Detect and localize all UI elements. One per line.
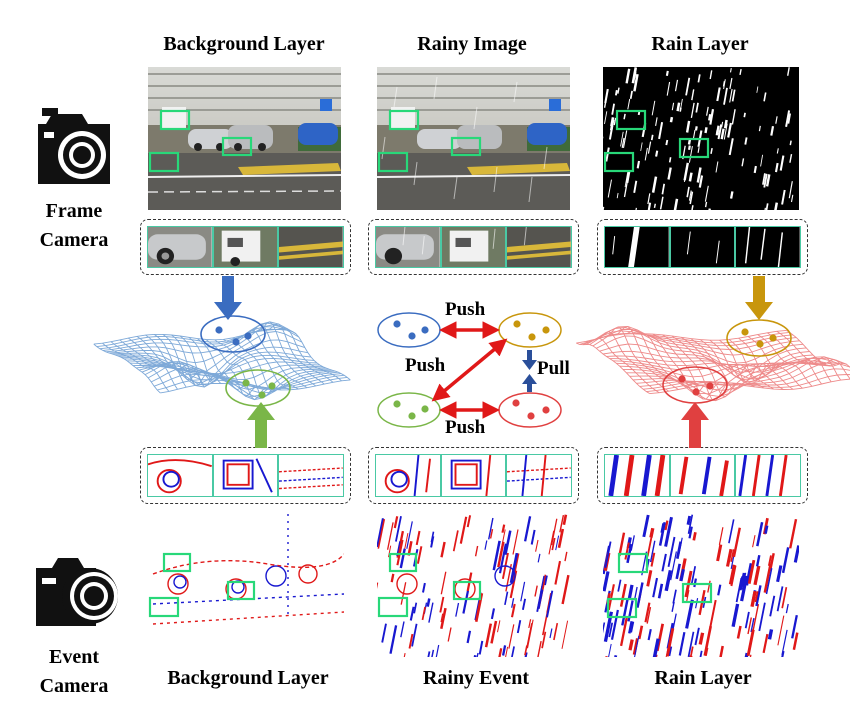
event-crop-bg-1 — [147, 454, 213, 497]
pull-arrow — [522, 350, 537, 392]
title-rainy-event: Rainy Event — [422, 667, 530, 689]
pull-label: Pull — [537, 358, 570, 379]
rain-layer-image — [603, 67, 799, 210]
event-crop-rainy-1 — [375, 454, 441, 497]
title-rainy-image: Rainy Image — [417, 33, 527, 55]
frame-camera-label-line2: Camera — [39, 229, 109, 251]
event-crop-rain-2 — [669, 454, 736, 497]
crop-car-rainy — [375, 226, 441, 268]
push-label-middle: Push — [405, 355, 446, 376]
background-cluster-green — [225, 369, 291, 407]
crop-rain-2 — [669, 226, 736, 268]
frame-camera-label: Frame Camera — [20, 197, 128, 255]
event-camera-label-line1: Event — [49, 646, 99, 668]
rainy-crops-strip — [368, 219, 579, 275]
event-crop-rainy-2 — [440, 454, 507, 497]
crop-rain-3 — [735, 226, 802, 268]
frame-camera-label-line1: Frame — [45, 200, 103, 222]
center-cluster-blue — [377, 312, 441, 348]
title-background-layer-bottom: Background Layer — [167, 667, 329, 689]
push-arrow-diagonal — [431, 338, 508, 402]
rainy-event-image — [377, 514, 570, 657]
rain-crops-strip — [597, 219, 808, 275]
event-camera-label: Event Camera — [20, 643, 128, 701]
crop-truck — [212, 226, 279, 268]
camera-icon — [38, 108, 110, 184]
event-crop-bg-2 — [212, 454, 279, 497]
title-rain-layer-top: Rain Layer — [651, 33, 749, 55]
crop-car — [147, 226, 213, 268]
rain-layer-event-image — [603, 514, 799, 657]
frame-rain-to-surface-arrow — [745, 276, 773, 320]
title-background-layer-top: Background Layer — [163, 33, 325, 55]
event-camera-label-line2: Camera — [39, 675, 109, 697]
background-event-crops-strip — [140, 447, 351, 504]
rainy-image — [377, 67, 570, 210]
crop-road — [278, 226, 345, 268]
event-rain-to-surface-arrow — [681, 402, 709, 448]
crop-road-rainy — [506, 226, 573, 268]
background-crops-strip — [140, 219, 351, 275]
event-crop-rainy-3 — [506, 454, 573, 497]
background-layer-event-image — [148, 514, 344, 657]
rainy-event-crops-strip — [368, 447, 579, 504]
event-bg-to-surface-arrow — [247, 402, 275, 448]
center-cluster-green — [377, 392, 441, 428]
event-crop-rain-1 — [604, 454, 670, 497]
event-camera-icon — [36, 558, 118, 626]
rain-feature-surface — [576, 325, 850, 402]
background-feature-surface — [93, 321, 351, 401]
push-label-top: Push — [445, 299, 486, 320]
center-cluster-gold — [498, 312, 562, 348]
center-cluster-red — [498, 392, 562, 428]
crop-rain-1 — [604, 226, 670, 268]
frame-bg-to-surface-arrow — [214, 276, 242, 320]
event-crop-rain-3 — [735, 454, 802, 497]
title-rain-layer-bottom: Rain Layer — [654, 667, 752, 689]
rain-event-crops-strip — [597, 447, 808, 504]
background-layer-image — [148, 67, 341, 210]
background-cluster-blue — [200, 315, 266, 353]
crop-truck-rainy — [440, 226, 507, 268]
event-crop-bg-3 — [278, 454, 345, 497]
push-label-bottom: Push — [445, 417, 486, 438]
